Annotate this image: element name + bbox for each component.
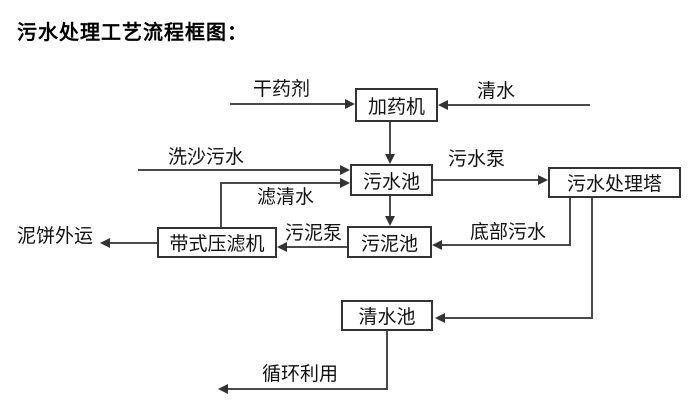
label-sand-washing-sewage: 洗沙污水 [168,146,245,168]
arrowhead-sludge-pump-icon [277,242,287,252]
node-clean-water-pool-label: 清水池 [358,306,416,328]
node-treatment-tower: 污水处理塔 [548,167,681,198]
node-treatment-tower-label: 污水处理塔 [566,173,662,195]
label-sewage-pump: 污水泵 [448,148,506,170]
node-belt-filter-press: 带式压滤机 [157,227,277,258]
label-mud-cake-shipped-out: 泥饼外运 [17,225,94,247]
node-sludge-pool-label: 污泥池 [360,232,418,255]
line-mud-cake-out [110,242,157,244]
node-dosing-machine-label: 加药机 [367,95,425,118]
label-sludge-pump: 污泥泵 [285,222,343,244]
label-dry-chemical: 干药剂 [253,78,311,100]
arrowhead-dry-chemical-icon [345,99,355,109]
line-sand-washing-sewage [138,169,341,171]
arrowhead-clean-water-icon [438,100,448,110]
label-filtered-water: 滤清水 [257,186,315,208]
line-sludge-pump [287,246,347,248]
label-bottom-sewage: 底部污水 [470,221,547,243]
node-sludge-pool: 污泥池 [347,226,432,258]
line-sewage-pump [433,179,539,181]
line-dry-chemical [230,103,345,105]
line-bottom-sewage-drop [569,198,571,246]
node-sewage-pool: 污水池 [350,164,433,196]
arrowhead-sewage-pump-icon [538,175,548,185]
line-filtered-water [220,182,341,184]
line-sewage-to-sludge [389,196,391,217]
arrowhead-sewage-to-sludge-icon [385,216,395,226]
node-dosing-machine: 加药机 [355,88,438,122]
node-clean-water-pool: 清水池 [341,300,433,331]
line-clean-water [448,104,590,106]
diagram-title: 污水处理工艺流程框图： [17,20,248,44]
line-dosing-to-sewage [389,122,391,155]
line-recycling-drop [386,331,388,389]
line-tower-to-clean-water [445,317,593,319]
arrowhead-sand-washing-sewage-icon [340,165,350,175]
node-belt-filter-press-label: 带式压滤机 [169,233,265,255]
label-clean-water: 清水 [477,80,516,102]
arrowhead-dosing-to-sewage-icon [385,154,395,164]
line-recycling [228,388,388,390]
arrowhead-mud-cake-out-icon [100,238,110,248]
line-bottom-sewage [442,244,571,246]
arrowhead-bottom-sewage-icon [432,240,442,250]
node-sewage-pool-label: 污水池 [362,170,420,193]
arrowhead-tower-to-clean-water-icon [435,313,445,323]
arrowhead-filtered-water-icon [340,178,350,188]
arrowhead-recycling-icon [218,384,228,394]
line-filtered-water-riser [220,182,222,227]
line-tower-to-clean-water-drop [591,198,593,319]
label-recycling: 循环利用 [262,363,339,385]
